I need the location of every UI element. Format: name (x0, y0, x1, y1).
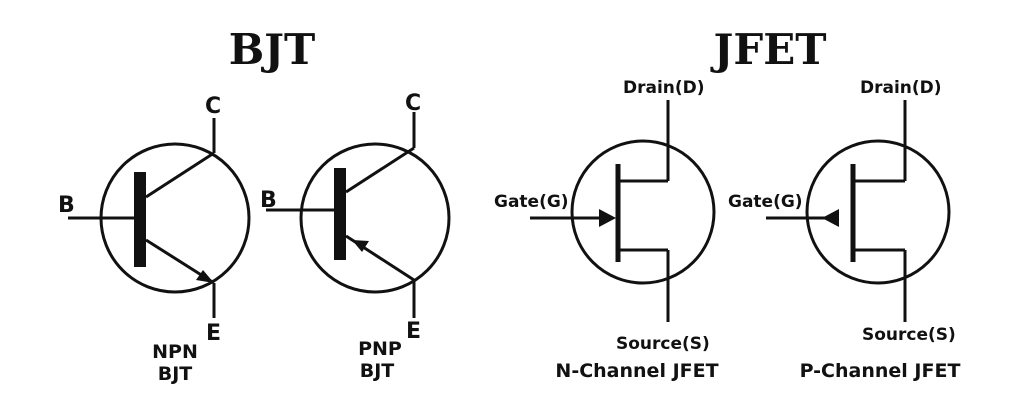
p-jfet-envelope (805, 139, 951, 285)
p-jfet-source-label: Source(S) (862, 325, 956, 345)
pnp-bjt-symbol: B C E PNP BJT (260, 91, 451, 382)
pnp-base-bar (334, 168, 346, 260)
npn-base-bar (134, 172, 146, 267)
p-channel-jfet-symbol: Drain(D) Gate(G) Source(S) P-Channel JFE… (728, 78, 960, 382)
npn-caption-line2: BJT (158, 363, 193, 385)
pnp-caption-line1: PNP (358, 338, 402, 360)
n-jfet-caption: N-Channel JFET (555, 360, 718, 382)
pnp-collector-line (345, 146, 415, 194)
npn-bjt-symbol: B C E NPN BJT (58, 94, 251, 385)
p-jfet-drain-label: Drain(D) (860, 78, 942, 98)
n-jfet-drain-label: Drain(D) (623, 78, 705, 98)
pnp-base-label: B (260, 188, 277, 213)
pnp-collector-label: C (405, 91, 421, 116)
npn-collector-label: C (205, 94, 221, 119)
pnp-envelope (299, 142, 451, 294)
pnp-emitter-label: E (406, 319, 421, 344)
n-jfet-gate-arrow-icon (599, 209, 616, 227)
npn-caption-line1: NPN (152, 341, 198, 363)
npn-collector-line (145, 151, 215, 199)
pnp-caption-line2: BJT (360, 360, 395, 382)
p-jfet-caption: P-Channel JFET (800, 360, 961, 382)
p-jfet-gate-arrow-icon (822, 209, 839, 227)
n-channel-jfet-symbol: Drain(D) Gate(G) Source(S) N-Channel JFE… (494, 78, 719, 382)
p-jfet-gate-label: Gate(G) (728, 192, 803, 212)
n-jfet-source-label: Source(S) (616, 334, 710, 354)
bjt-title: BJT (229, 25, 316, 74)
npn-emitter-arrow-icon (196, 270, 214, 283)
n-jfet-gate-label: Gate(G) (494, 192, 569, 212)
pnp-emitter-arrow-icon (352, 240, 369, 252)
n-jfet-envelope (570, 139, 716, 285)
npn-base-label: B (58, 193, 75, 218)
npn-emitter-label: E (206, 321, 221, 346)
jfet-title: JFET (710, 25, 827, 74)
